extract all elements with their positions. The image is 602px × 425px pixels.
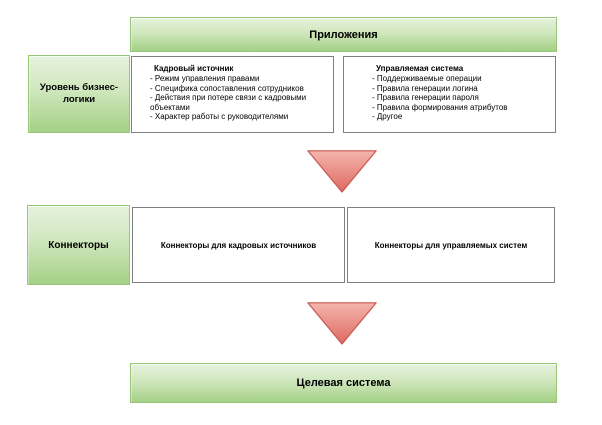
managed-system-title: Управляемая система [376, 64, 464, 73]
managed-system-item: - Поддерживаемые операции [372, 74, 482, 83]
managed-system-item: - Правила формирования атрибутов [372, 102, 508, 112]
applications-header-label: Приложения [309, 28, 378, 41]
managed-connectors-label: Коннекторы для управляемых систем [374, 240, 528, 250]
managed-system-item: - Другое [372, 112, 403, 122]
target-system-box: Целевая система [130, 363, 557, 403]
managed-system-item: - Правила генерации логина [372, 83, 478, 93]
connectors-level-label: Коннекторы [48, 239, 109, 251]
managed-system-item: - Правила генерации пароля [372, 93, 479, 103]
down-arrow-icon [307, 302, 377, 345]
down-arrow-icon [307, 150, 377, 193]
hr-connectors-box: Коннекторы для кадровых источников [132, 207, 345, 283]
managed-system-box: Управляемая система - Поддерживаемые опе… [343, 56, 556, 133]
hr-source-item: - Характер работы с руководителями [150, 112, 289, 122]
hr-source-box: Кадровый источник - Режим управления пра… [131, 56, 334, 133]
applications-header-box: Приложения [130, 17, 557, 52]
hr-source-title: Кадровый источник [154, 64, 234, 73]
business-logic-level-label: Уровень бизнес-логики [39, 82, 119, 105]
managed-connectors-box: Коннекторы для управляемых систем [347, 207, 555, 283]
target-system-label: Целевая система [296, 377, 391, 389]
hr-source-item: - Специфика сопоставления сотрудников [150, 83, 304, 93]
hr-source-item: - Режим управления правами [150, 74, 260, 83]
hr-source-item: - Действия при потере связи с кадровыми … [150, 93, 307, 112]
connectors-level-box: Коннекторы [27, 205, 130, 285]
hr-connectors-label: Коннекторы для кадровых источников [160, 240, 317, 250]
business-logic-level-box: Уровень бизнес-логики [28, 55, 130, 133]
